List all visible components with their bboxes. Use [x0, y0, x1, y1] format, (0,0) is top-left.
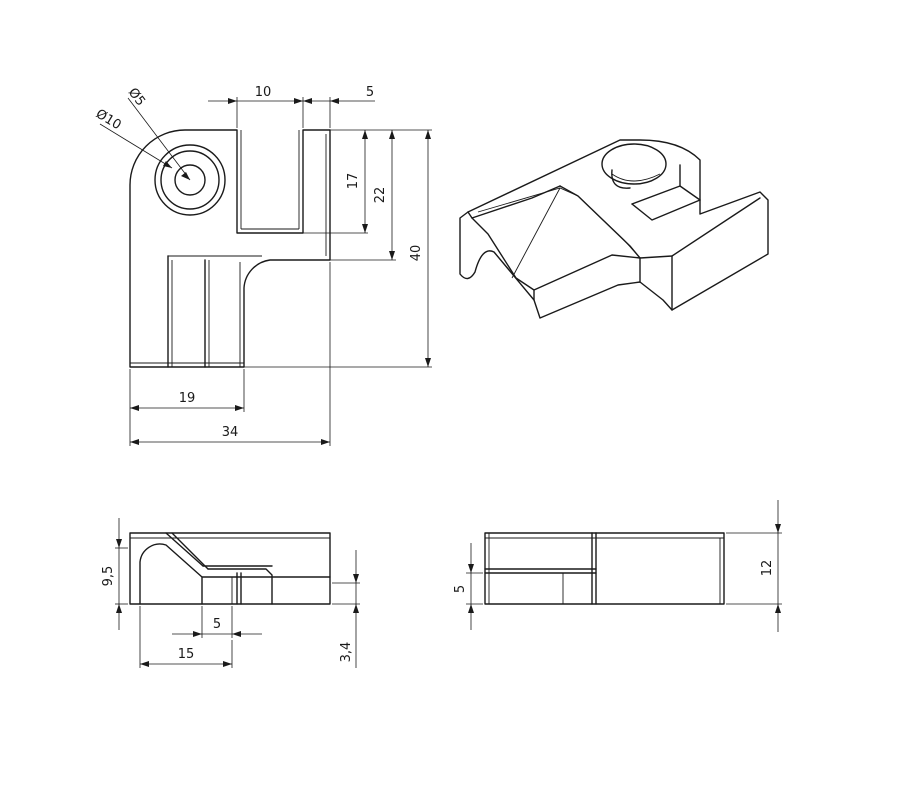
- top-view: [129, 129, 331, 368]
- dim-side-depth: 3,4: [339, 642, 354, 663]
- end-view-dimensions: 5 12: [453, 500, 782, 632]
- top-view-outline: [129, 129, 331, 368]
- hole-inner: [174, 164, 206, 196]
- dim-slot-depth: 17: [346, 173, 361, 190]
- isometric-view: [459, 139, 769, 319]
- dim-total-height: 40: [409, 245, 424, 262]
- dim-side-width: 15: [178, 647, 195, 662]
- dim-bottom-width: 19: [179, 391, 196, 406]
- dim-side-height: 9,5: [101, 566, 116, 587]
- end-view: [484, 532, 725, 605]
- hole-outer: [154, 144, 226, 216]
- dim-top-wall-width: 5: [366, 85, 374, 100]
- side-view: [129, 532, 331, 605]
- dim-top-slot-width: 10: [255, 85, 272, 100]
- dim-end-step: 5: [453, 585, 468, 593]
- dim-total-width: 34: [222, 425, 239, 440]
- top-view-dimensions: 10 5 17 22 40 19: [93, 85, 432, 446]
- dim-upper-height: 22: [373, 187, 388, 204]
- dim-side-step: 5: [213, 617, 221, 632]
- hole-counterbore: [160, 150, 220, 210]
- side-view-dimensions: 9,5 5 15 3,4: [101, 518, 360, 668]
- dim-end-height: 12: [760, 560, 775, 577]
- dim-dia-small: Ø5: [125, 85, 148, 109]
- iso-hole-outer: [601, 143, 667, 185]
